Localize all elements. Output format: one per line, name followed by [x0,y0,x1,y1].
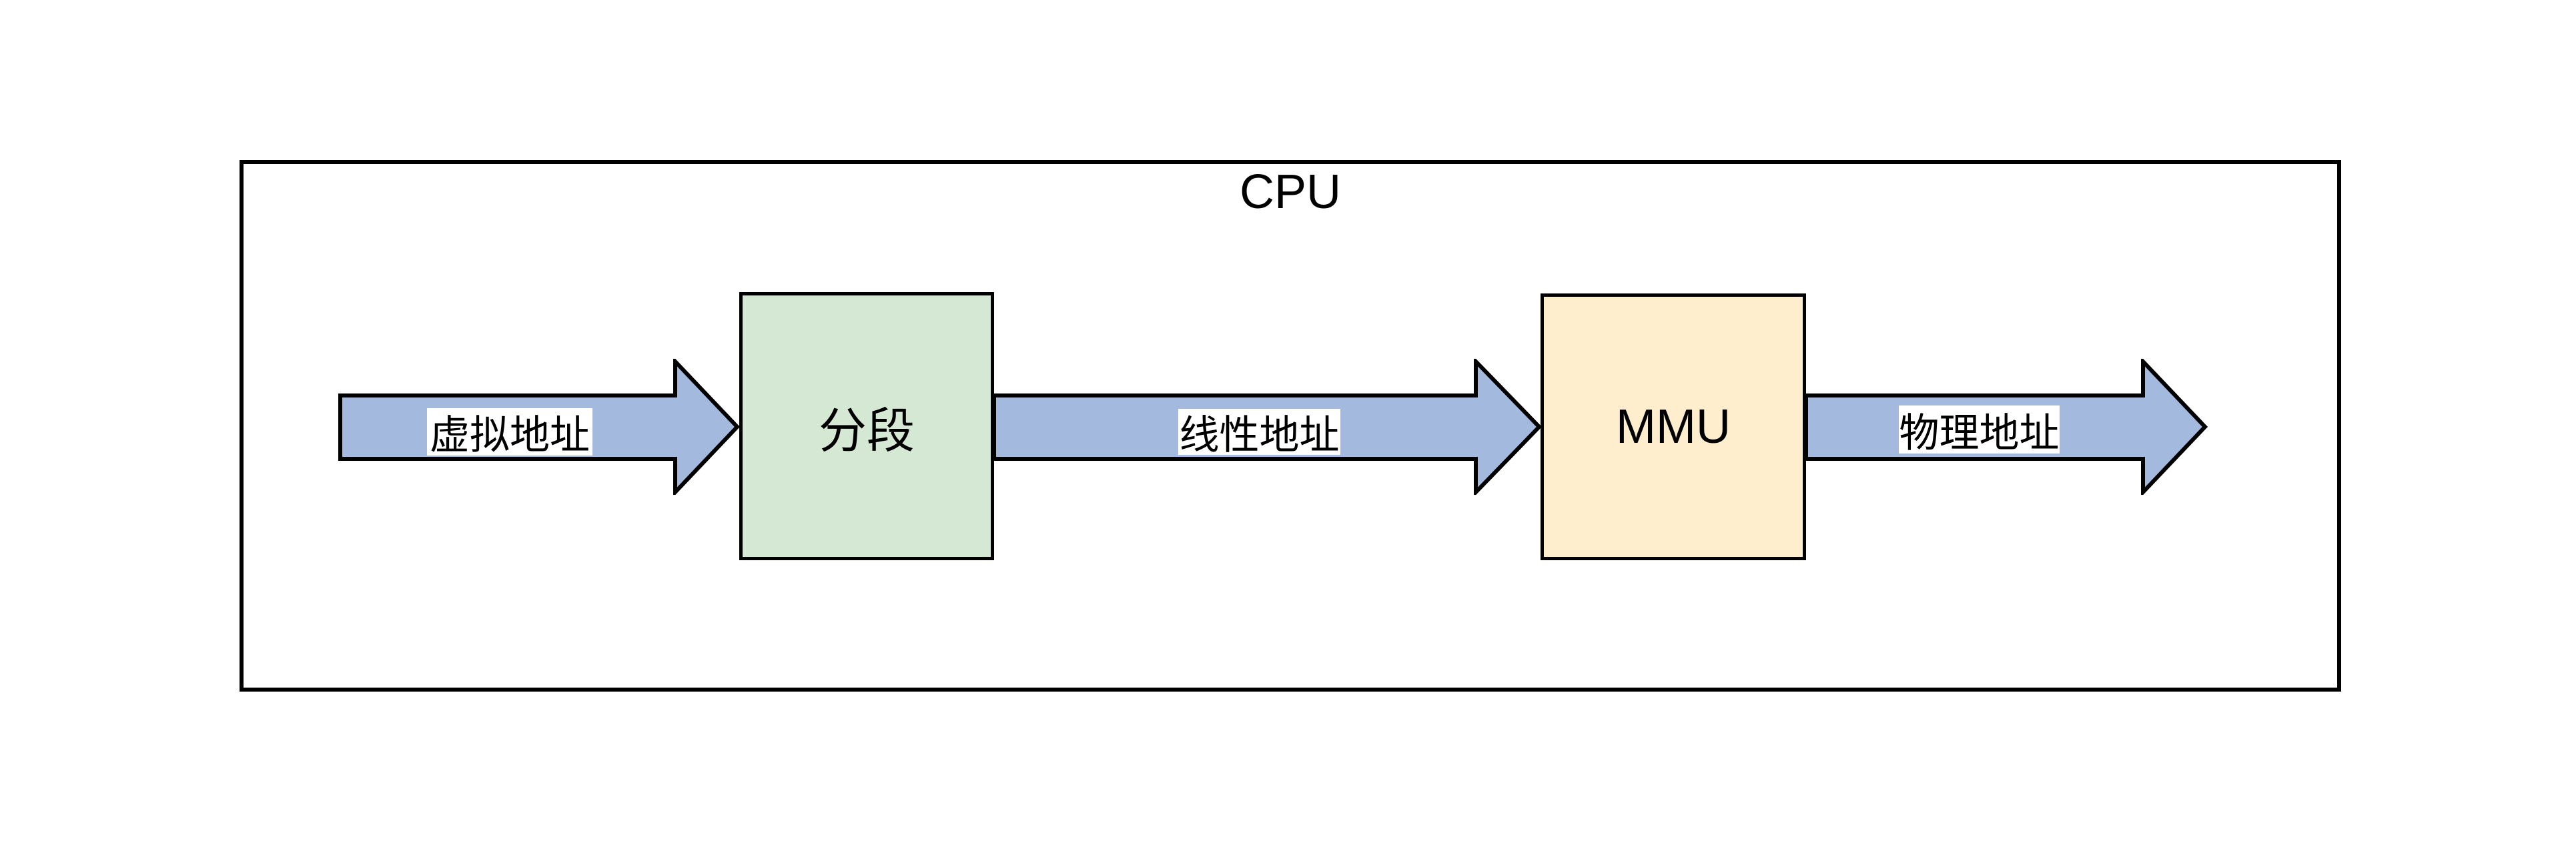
physical-address-label: 物理地址 [1899,405,2060,456]
mmu-node: MMU [1541,293,1806,560]
virtual-address-label: 虚拟地址 [427,408,592,458]
segmentation-node-label: 分段 [818,404,915,458]
segmentation-node: 分段 [739,292,994,560]
cpu-container-box [240,160,2341,692]
linear-address-label: 线性地址 [1178,409,1340,458]
cpu-container-label: CPU [1239,165,1341,219]
mmu-node-label: MMU [1616,400,1731,454]
